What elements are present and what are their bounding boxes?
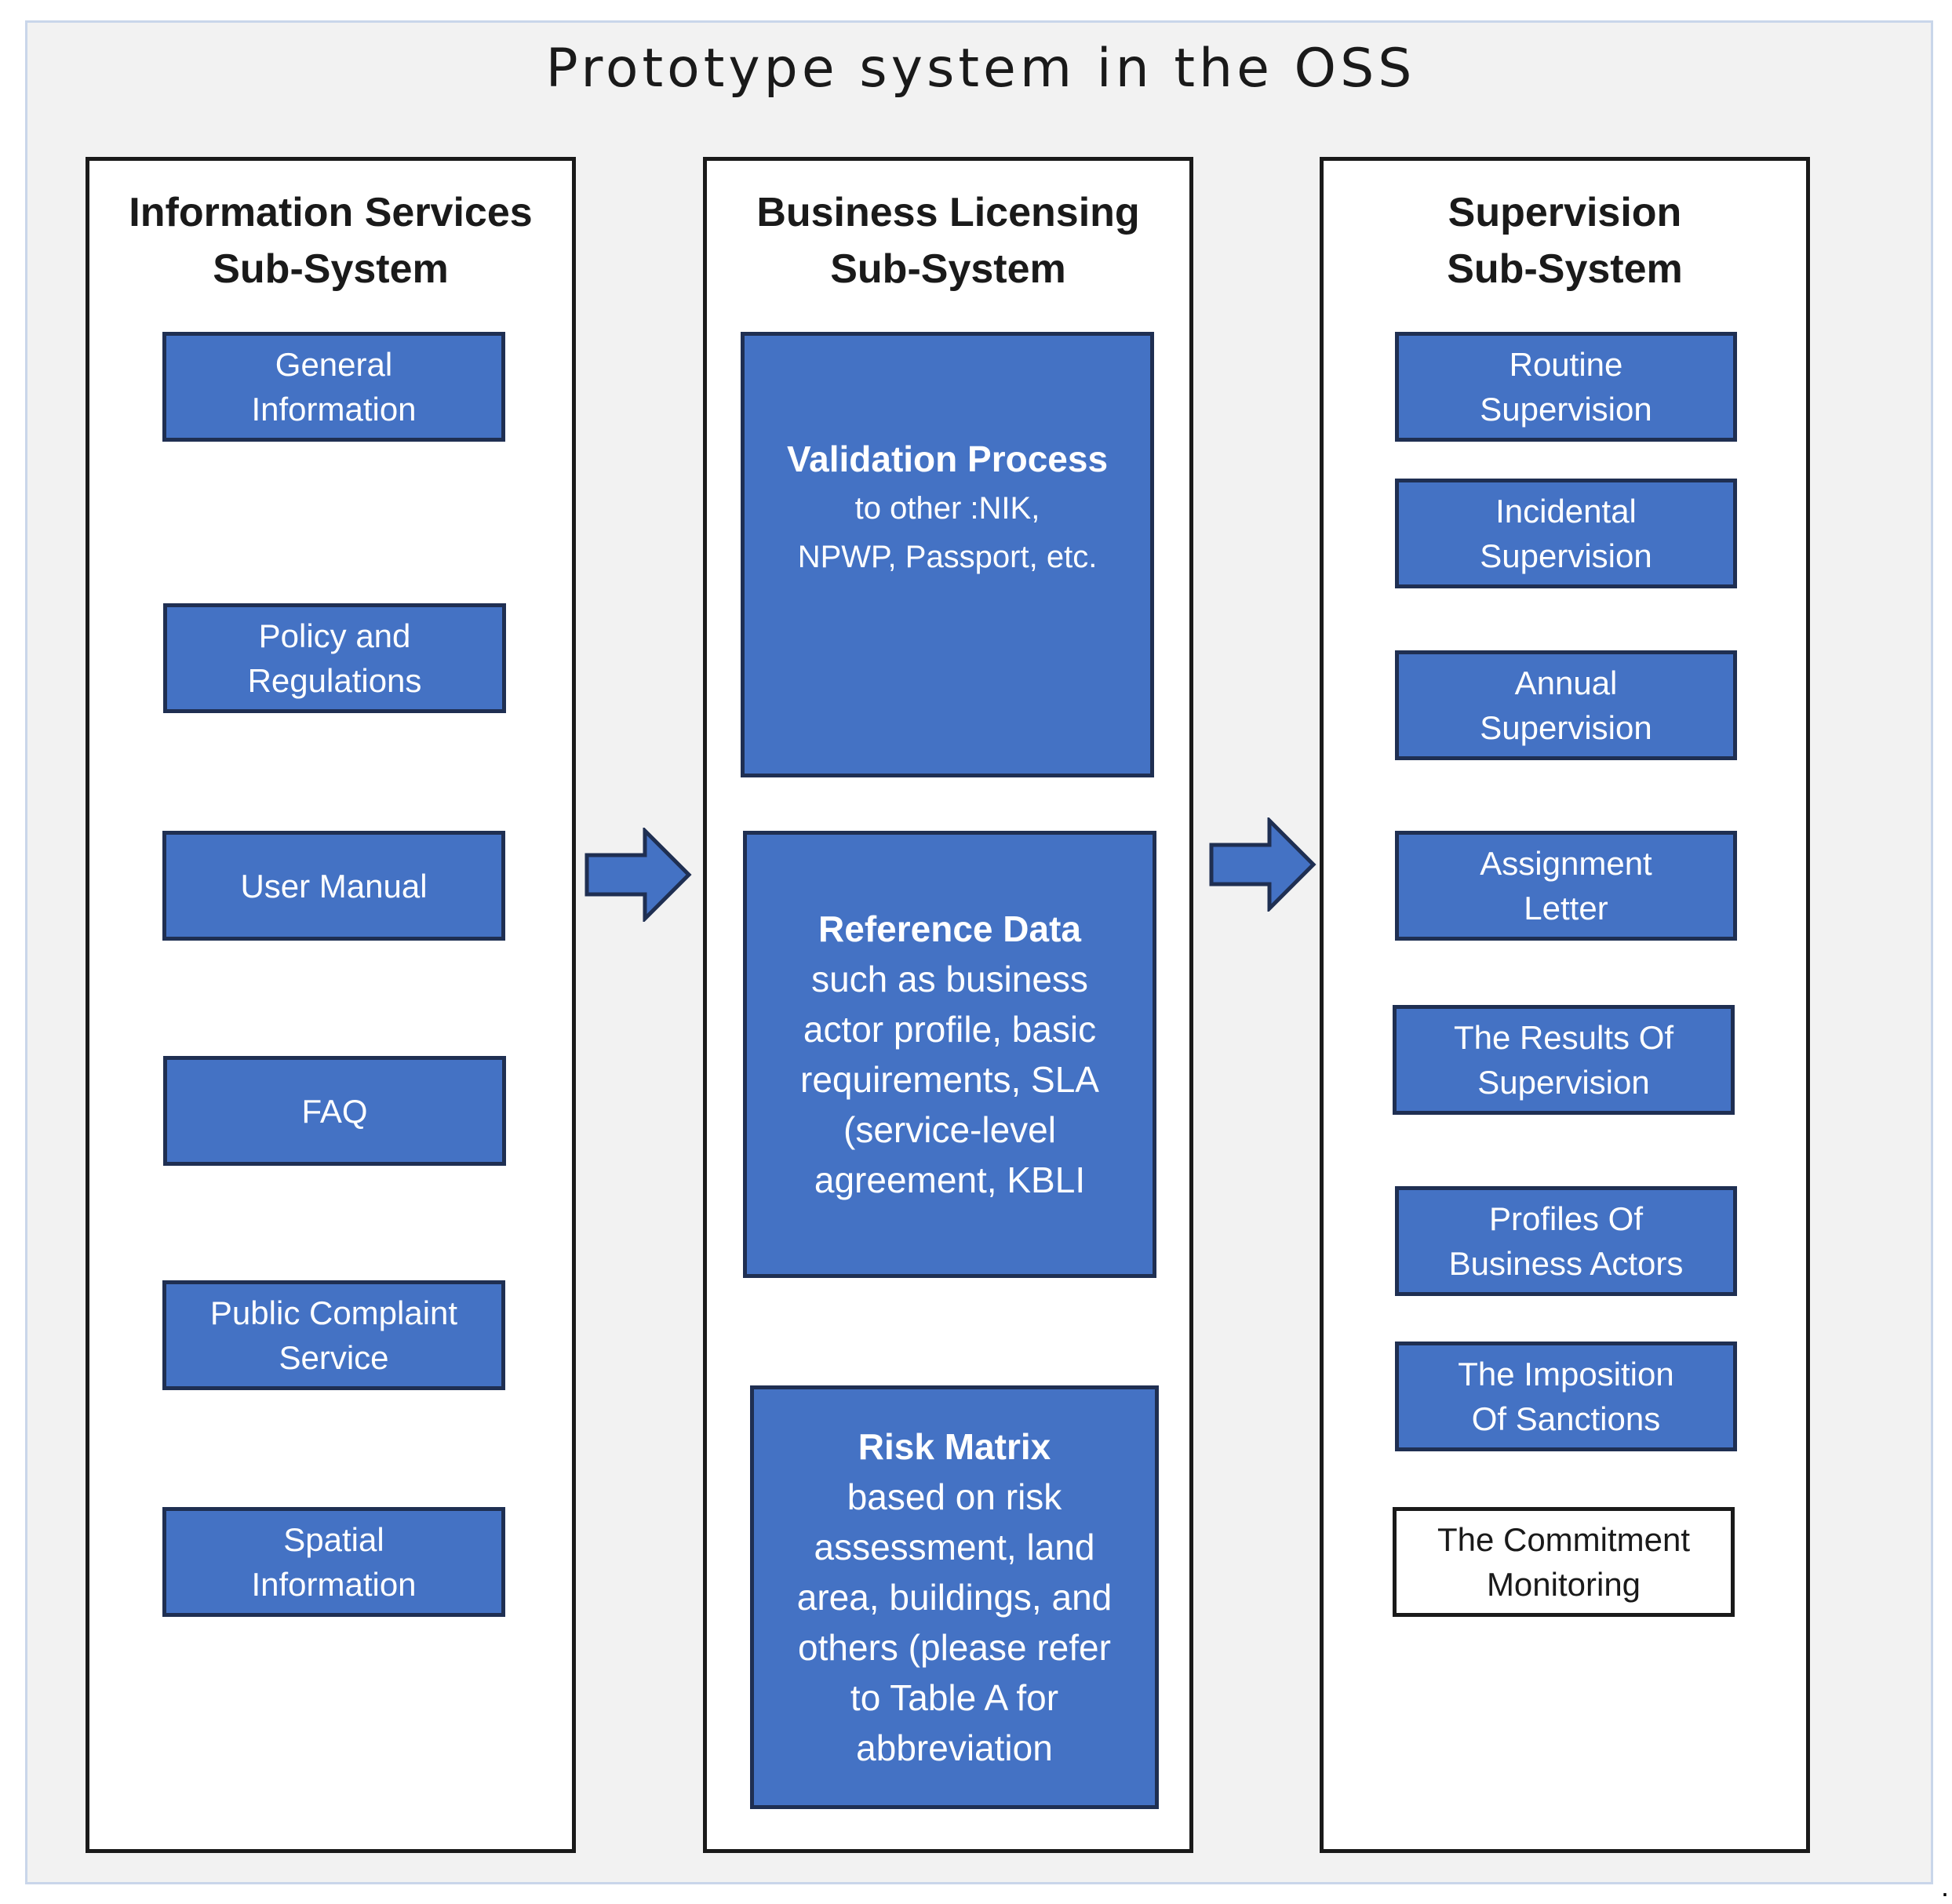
assignment-letter-box: Assignment Letter — [1395, 831, 1737, 941]
spatial-information-box: Spatial Information — [162, 1507, 505, 1617]
information-services-title: Information Services Sub-System — [129, 190, 533, 292]
validation-process-text: to other :NIK, NPWP, Passport, etc. — [797, 491, 1098, 574]
commitment-monitoring-box: The Commitment Monitoring — [1393, 1507, 1735, 1617]
public-complaint-box: Public Complaint Service — [162, 1280, 505, 1390]
annual-supervision-box: Annual Supervision — [1395, 650, 1737, 760]
results-of-supervision-box: The Results Of Supervision — [1393, 1005, 1735, 1115]
general-information-box: General Information — [162, 332, 505, 442]
reference-data-text: such as business actor profile, basic re… — [800, 959, 1099, 1200]
supervision-title: Supervision Sub-System — [1447, 190, 1683, 292]
user-manual-box: User Manual — [162, 831, 505, 941]
imposition-sanctions-box: The Imposition Of Sanctions — [1395, 1342, 1737, 1451]
routine-supervision-box: Routine Supervision — [1395, 332, 1737, 442]
profiles-business-actors-box: Profiles Of Business Actors — [1395, 1186, 1737, 1296]
reference-data-heading: Reference Data — [818, 908, 1081, 949]
validation-process-box: Validation Process to other :NIK, NPWP, … — [741, 332, 1154, 777]
validation-process-heading: Validation Process — [786, 439, 1109, 479]
reference-data-box: Reference Data such as business actor pr… — [743, 831, 1156, 1278]
risk-matrix-text: based on risk assessment, land area, bui… — [796, 1476, 1113, 1768]
risk-matrix-box: Risk Matrix based on risk assessment, la… — [750, 1385, 1159, 1809]
incidental-supervision-box: Incidental Supervision — [1395, 479, 1737, 588]
business-licensing-title: Business Licensing Sub-System — [756, 190, 1140, 292]
arrow-right-icon — [585, 828, 692, 922]
policy-regulations-box: Policy and Regulations — [163, 603, 506, 713]
diagram-title: Prototype system in the OSS — [545, 38, 1416, 100]
arrow-right-icon — [1209, 817, 1317, 912]
faq-box: FAQ — [163, 1056, 506, 1166]
risk-matrix-heading: Risk Matrix — [858, 1426, 1051, 1467]
trailing-period: . — [1941, 1870, 1950, 1902]
